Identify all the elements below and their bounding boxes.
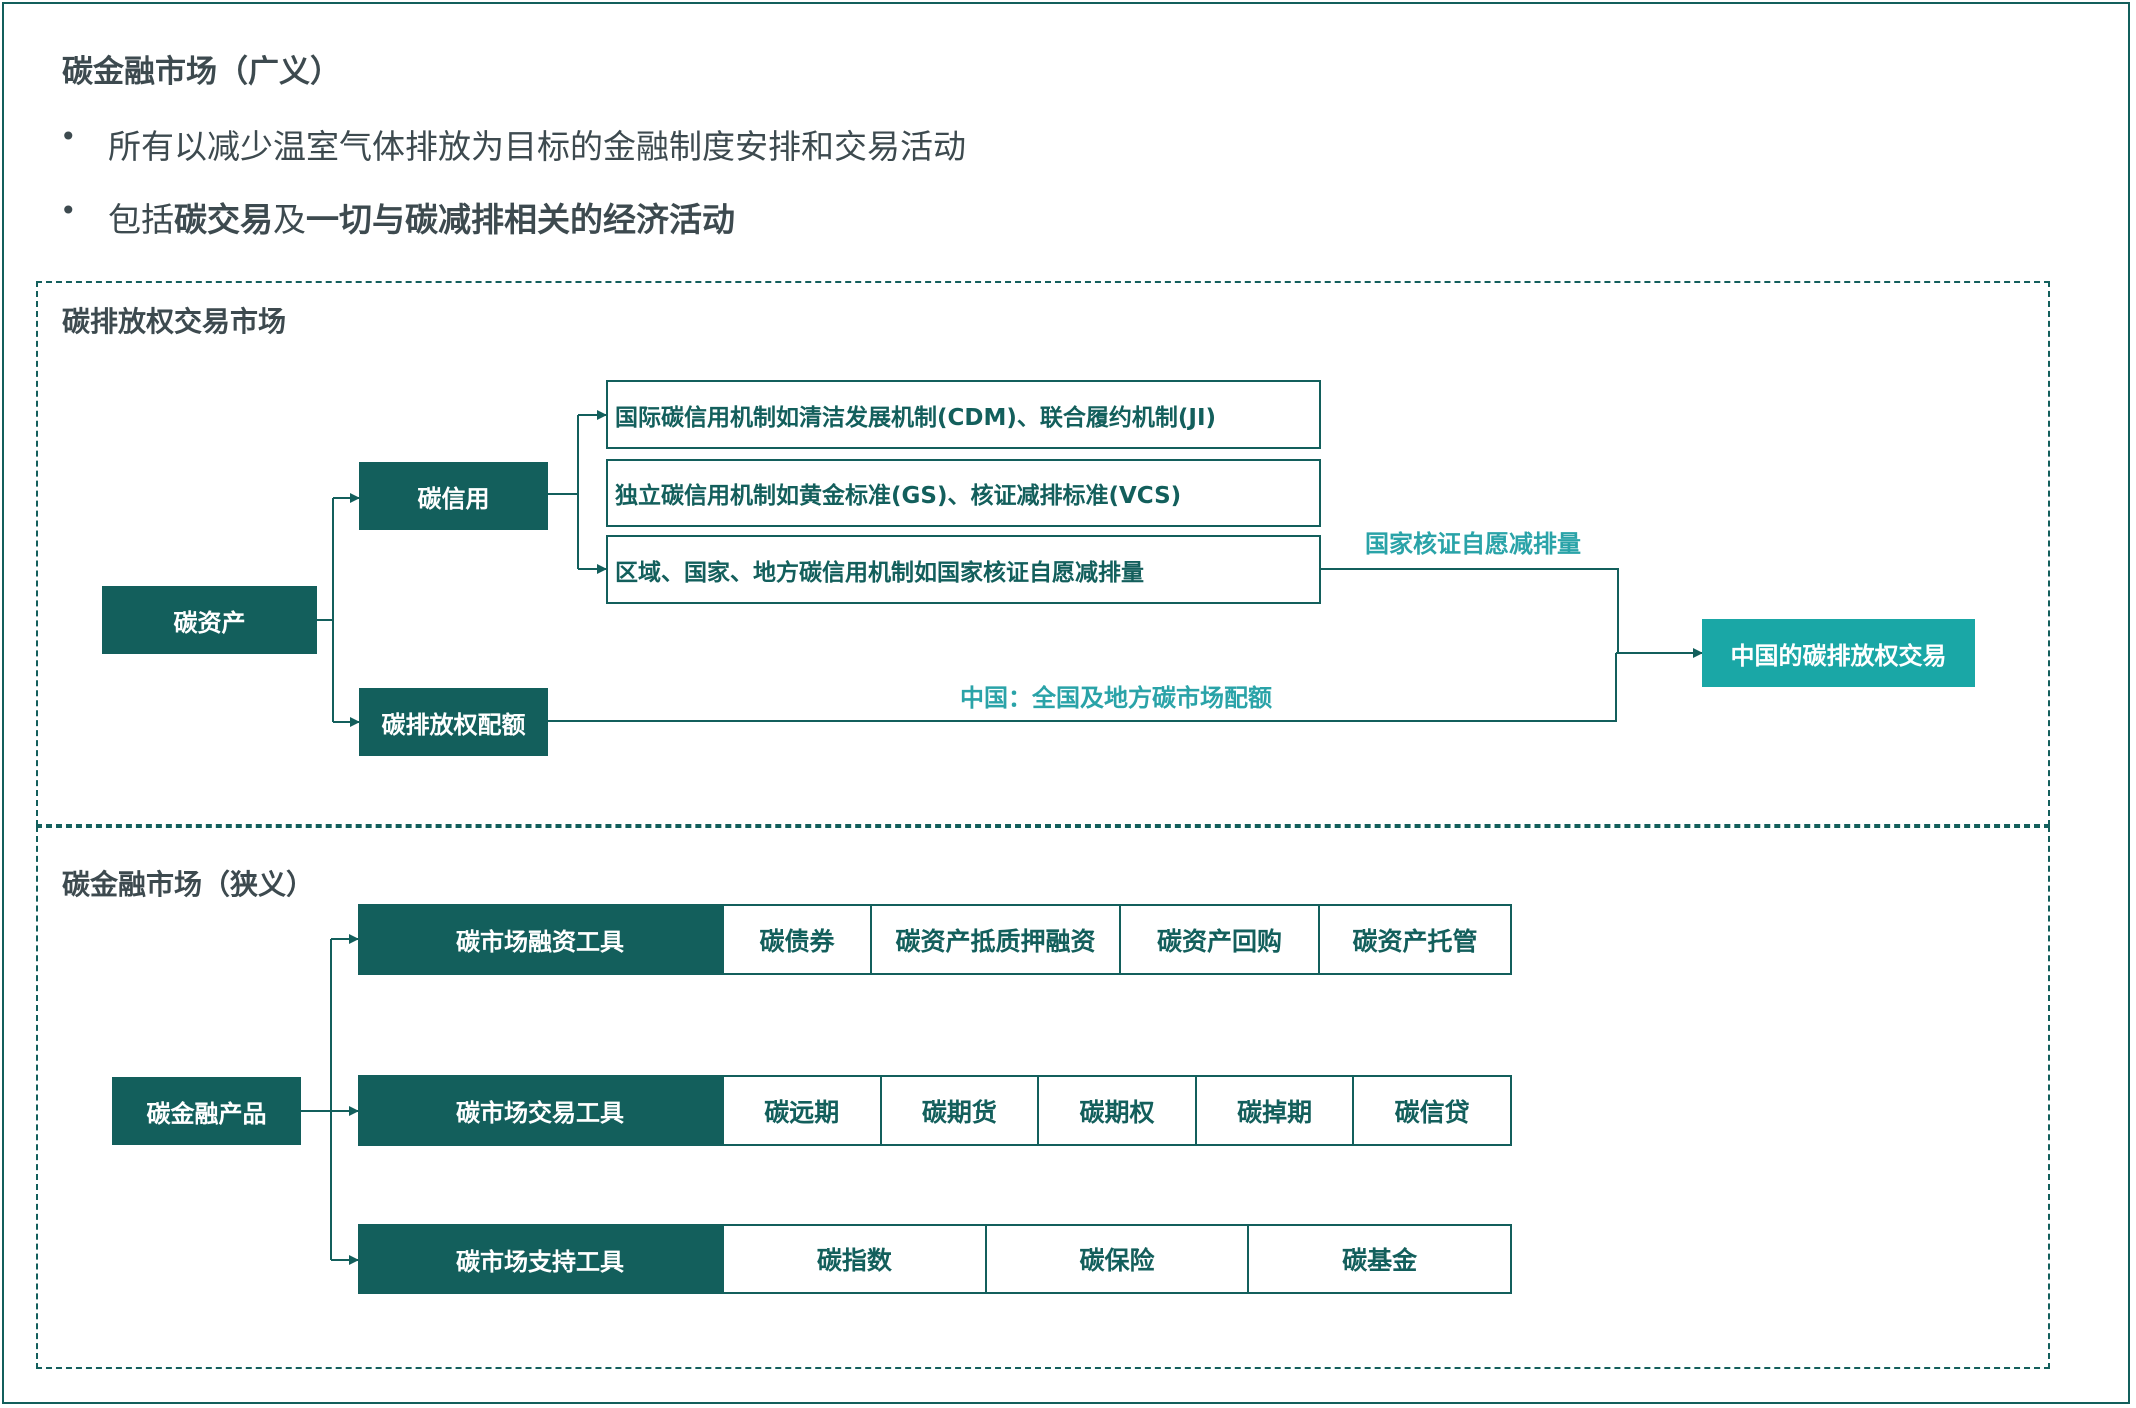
bullet-symbol: • [60, 194, 77, 227]
bullet-segment: 所有以减少温室气体排放为目标的金融制度安排和交易活动 [108, 127, 966, 166]
credit-mechanism-regional: 区域、国家、地方碳信用机制如国家核证自愿减排量 [606, 535, 1321, 604]
carbon-finance-products-node: 碳金融产品 [112, 1077, 301, 1145]
bullet-symbol: • [60, 120, 77, 153]
tool-item: 碳基金 [1247, 1226, 1510, 1292]
allowance-label: 中国：全国及地方碳市场配额 [960, 684, 1272, 712]
tool-item: 碳指数 [722, 1226, 985, 1292]
bullet-segment: 包括 [108, 200, 174, 239]
tool-item: 碳期货 [879, 1077, 1038, 1144]
trading-tools-node: 碳市场交易工具 [358, 1075, 722, 1146]
tool-item: 碳资产回购 [1119, 906, 1318, 973]
bullet-text: 包括碳交易及一切与碳减排相关的经济活动 [108, 193, 735, 241]
connector [1321, 568, 1619, 653]
credit-mechanism-international: 国际碳信用机制如清洁发展机制(CDM)、联合履约机制(JI) [606, 380, 1321, 449]
emission-market-title: 碳排放权交易市场 [62, 305, 287, 338]
bullet-segment-bold: 碳交易 [174, 200, 273, 239]
support-tools-items: 碳指数 碳保险 碳基金 [722, 1224, 1512, 1294]
tool-item: 碳期权 [1037, 1077, 1195, 1144]
support-tools-node: 碳市场支持工具 [358, 1224, 722, 1294]
page-title: 碳金融市场（广义） [62, 54, 341, 90]
credit-mechanism-independent: 独立碳信用机制如黄金标准(GS)、核证减排标准(VCS) [606, 459, 1321, 527]
narrow-market-title: 碳金融市场（狭义） [62, 868, 315, 901]
financing-tools-node: 碳市场融资工具 [358, 904, 722, 975]
bullet-item: • [60, 194, 77, 227]
narrow-market-section [36, 826, 2050, 1369]
carbon-allowance-node: 碳排放权配额 [359, 688, 548, 756]
carbon-credit-node: 碳信用 [359, 462, 548, 530]
tool-item: 碳资产抵质押融资 [870, 906, 1119, 973]
bullet-segment-bold: 一切与碳减排相关的经济活动 [306, 200, 735, 239]
ccer-label: 国家核证自愿减排量 [1365, 530, 1581, 558]
financing-tools-items: 碳债券 碳资产抵质押融资 碳资产回购 碳资产托管 [722, 904, 1512, 975]
trading-tools-items: 碳远期 碳期货 碳期权 碳掉期 碳信贷 [722, 1075, 1512, 1146]
connector [548, 653, 1617, 722]
tool-item: 碳债券 [722, 906, 870, 973]
tool-item: 碳保险 [984, 1226, 1248, 1292]
bullet-text: 所有以减少温室气体排放为目标的金融制度安排和交易活动 [108, 120, 966, 168]
emission-market-section [36, 281, 2050, 826]
tool-item: 碳掉期 [1194, 1077, 1353, 1144]
bullet-segment: 及 [273, 200, 306, 239]
tool-item: 碳信贷 [1352, 1077, 1510, 1144]
bullet-item: • [60, 120, 77, 153]
tool-item: 碳远期 [722, 1077, 880, 1144]
tool-item: 碳资产托管 [1318, 906, 1510, 973]
china-emission-trading-node: 中国的碳排放权交易 [1702, 619, 1975, 687]
carbon-asset-node: 碳资产 [102, 586, 317, 654]
